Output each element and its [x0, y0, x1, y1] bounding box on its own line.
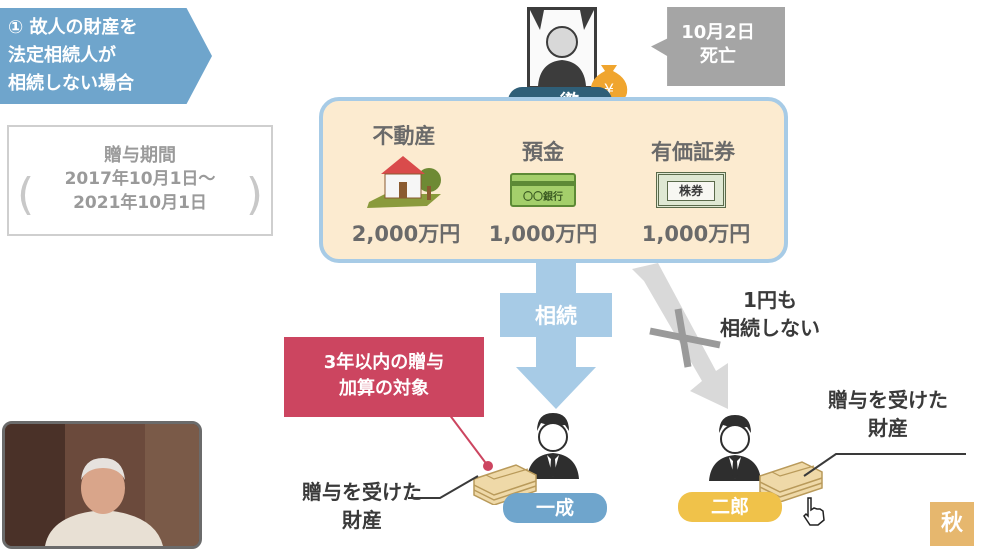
heir-jiro-caption-line	[800, 450, 970, 478]
bankbook-label: 〇〇銀行	[523, 192, 563, 203]
presenter-webcam	[2, 421, 202, 549]
no-inherit-arrow	[624, 263, 736, 413]
heir-jiro-caption-line-1: 贈与を受けた	[828, 388, 948, 412]
bankbook-icon: 〇〇銀行	[510, 173, 576, 207]
svg-text:¥: ¥	[604, 80, 614, 99]
gift-period-end: 2021年10月1日	[73, 193, 207, 213]
decedent-portrait	[527, 7, 597, 89]
death-label: 死亡	[700, 46, 736, 67]
no-inherit-line-2: 相続しない	[720, 316, 820, 340]
no-inherit-label: 1円も 相続しない	[700, 286, 840, 342]
topic-line-2: 法定相続人が	[8, 45, 116, 66]
asset-label-deposit: 預金	[522, 140, 564, 164]
stock-certificate-icon: 株券	[656, 172, 726, 208]
death-date: 10月2日	[681, 22, 755, 43]
heir-jiro-name-tag: 二郎	[678, 492, 782, 522]
asset-value-deposit: 1,000万円	[488, 222, 598, 246]
heir-ichinari-caption-line-1: 贈与を受けた	[302, 480, 422, 504]
hand-cursor-icon	[800, 496, 828, 526]
house-icon	[365, 150, 445, 212]
heir-ichinari-name-tag: 一成	[503, 493, 607, 523]
heir-jiro-caption-line-2: 財産	[868, 416, 908, 440]
topic-line-1: ① 故人の財産を	[8, 17, 138, 38]
addback-callout: 3年以内の贈与 加算の対象	[284, 337, 484, 417]
heir-jiro-gift-caption: 贈与を受けた 財産	[808, 386, 968, 442]
heir-ichinari-caption-line	[408, 472, 482, 500]
gift-period-box: 贈与期間 2017年10月1日〜 2021年10月1日 ( )	[7, 125, 273, 236]
no-inherit-line-1: 1円も	[743, 288, 797, 312]
heir-ichinari-caption-line-2: 財産	[342, 508, 382, 532]
left-bracket-icon: (	[17, 169, 35, 220]
right-bracket-icon: )	[245, 169, 263, 220]
heir-ichinari-gift-caption: 贈与を受けた 財産	[292, 478, 432, 534]
asset-value-real-estate: 2,000万円	[351, 222, 461, 246]
stock-certificate-label: 株券	[667, 181, 715, 201]
addback-line-1: 3年以内の贈与	[323, 352, 445, 373]
topic-line-3: 相続しない場合	[8, 73, 134, 94]
inherit-label: 相続	[535, 304, 577, 328]
heir-jiro-avatar	[705, 413, 763, 481]
gift-period-title: 贈与期間	[104, 145, 176, 166]
inherit-arrow	[500, 263, 612, 411]
heir-ichinari-avatar	[523, 411, 581, 479]
gift-period-start: 2017年10月1日〜	[64, 169, 216, 189]
asset-label-real-estate: 不動産	[372, 124, 436, 148]
death-date-box: 10月2日 死亡	[651, 7, 785, 86]
callout-pointer-line	[440, 409, 500, 474]
addback-line-2: 加算の対象	[339, 378, 429, 399]
asset-value-securities: 1,000万円	[641, 222, 751, 246]
topic-tag: ① 故人の財産を 法定相続人が 相続しない場合	[0, 8, 212, 104]
asset-label-securities: 有価証券	[651, 140, 735, 164]
channel-logo: 秋	[930, 502, 974, 546]
